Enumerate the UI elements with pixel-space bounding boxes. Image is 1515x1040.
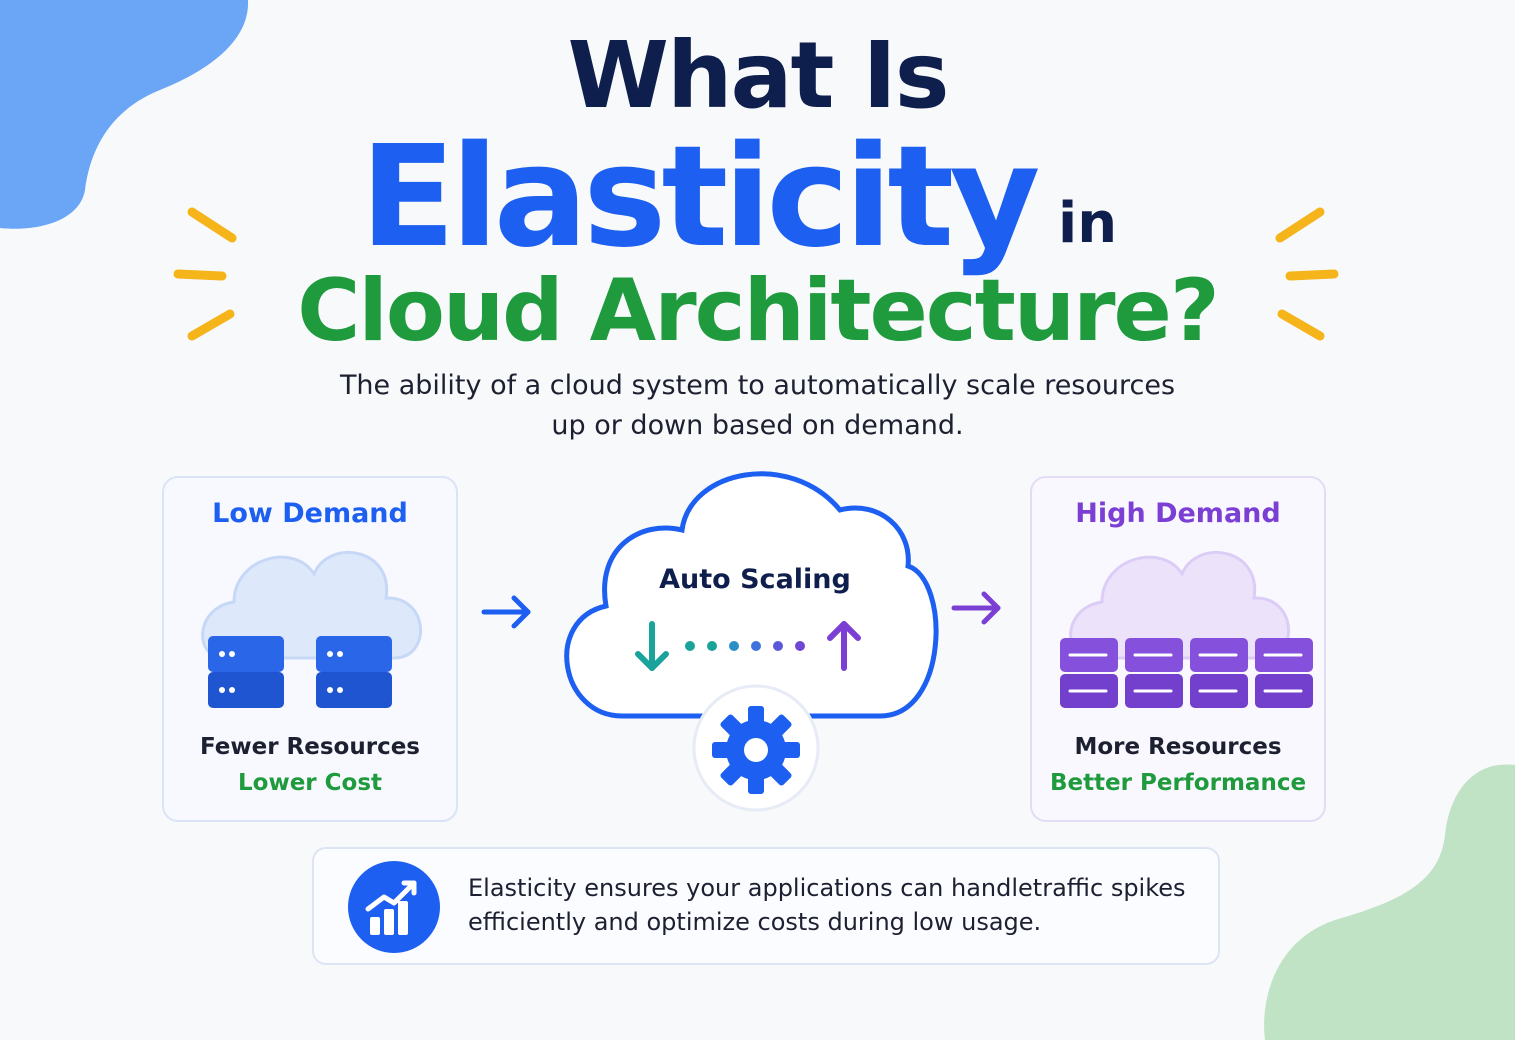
high-demand-performance: Better Performance xyxy=(1049,770,1307,796)
subtitle-line-1: The ability of a cloud system to automat… xyxy=(339,370,1176,401)
title-cloud-architecture: Cloud Architecture? xyxy=(297,261,1219,361)
banner-text: Elasticity ensures your applications can… xyxy=(468,871,1198,939)
low-demand-title: Low Demand xyxy=(212,498,408,529)
high-demand-title: High Demand xyxy=(1075,498,1281,529)
server-icon xyxy=(208,636,284,708)
server-icon xyxy=(316,636,392,708)
banner-line-1: Elasticity ensures your applications can… xyxy=(468,874,1186,902)
high-demand-card: High Demand More Resources Better Perfor… xyxy=(1030,476,1326,822)
gear-icon xyxy=(712,706,800,794)
high-demand-resources: More Resources xyxy=(1074,734,1282,760)
title-block: What Is Elasticity in Cloud Architecture… xyxy=(0,0,1515,360)
summary-banner: Elasticity ensures your applications can… xyxy=(312,847,1220,965)
server-icon xyxy=(1060,638,1118,708)
title-line-1: What Is xyxy=(567,22,949,129)
green-blob-decoration xyxy=(1264,764,1515,1040)
low-demand-card: Low Demand Fewer Resources Lower Cost xyxy=(162,476,458,822)
title-elasticity: Elasticity xyxy=(360,116,1040,279)
low-demand-resources: Fewer Resources xyxy=(199,734,421,760)
title-in: in xyxy=(1058,191,1118,256)
auto-scaling-label: Auto Scaling xyxy=(659,564,851,595)
cloud-icon xyxy=(201,551,422,660)
subtitle: The ability of a cloud system to automat… xyxy=(0,366,1515,446)
banner-line-2: efficiently and optimize costs during lo… xyxy=(468,908,1042,936)
server-icon xyxy=(1255,638,1313,708)
blue-blob-decoration xyxy=(0,0,249,229)
growth-chart-icon xyxy=(348,861,440,953)
arrow-right-icon xyxy=(481,595,531,629)
dotted-scale-line xyxy=(685,641,805,651)
cloud-icon xyxy=(1069,551,1290,660)
high-demand-illustration xyxy=(1060,551,1313,708)
arrow-right-icon xyxy=(951,591,1001,625)
server-icon xyxy=(1190,638,1248,708)
arrow-down-icon xyxy=(635,621,669,671)
low-demand-cost: Lower Cost xyxy=(237,770,383,796)
subtitle-line-2: up or down based on demand. xyxy=(551,410,964,441)
gear-badge xyxy=(692,684,820,812)
low-demand-illustration xyxy=(201,551,422,708)
arrow-up-icon xyxy=(827,621,861,671)
server-icon xyxy=(1125,638,1183,708)
